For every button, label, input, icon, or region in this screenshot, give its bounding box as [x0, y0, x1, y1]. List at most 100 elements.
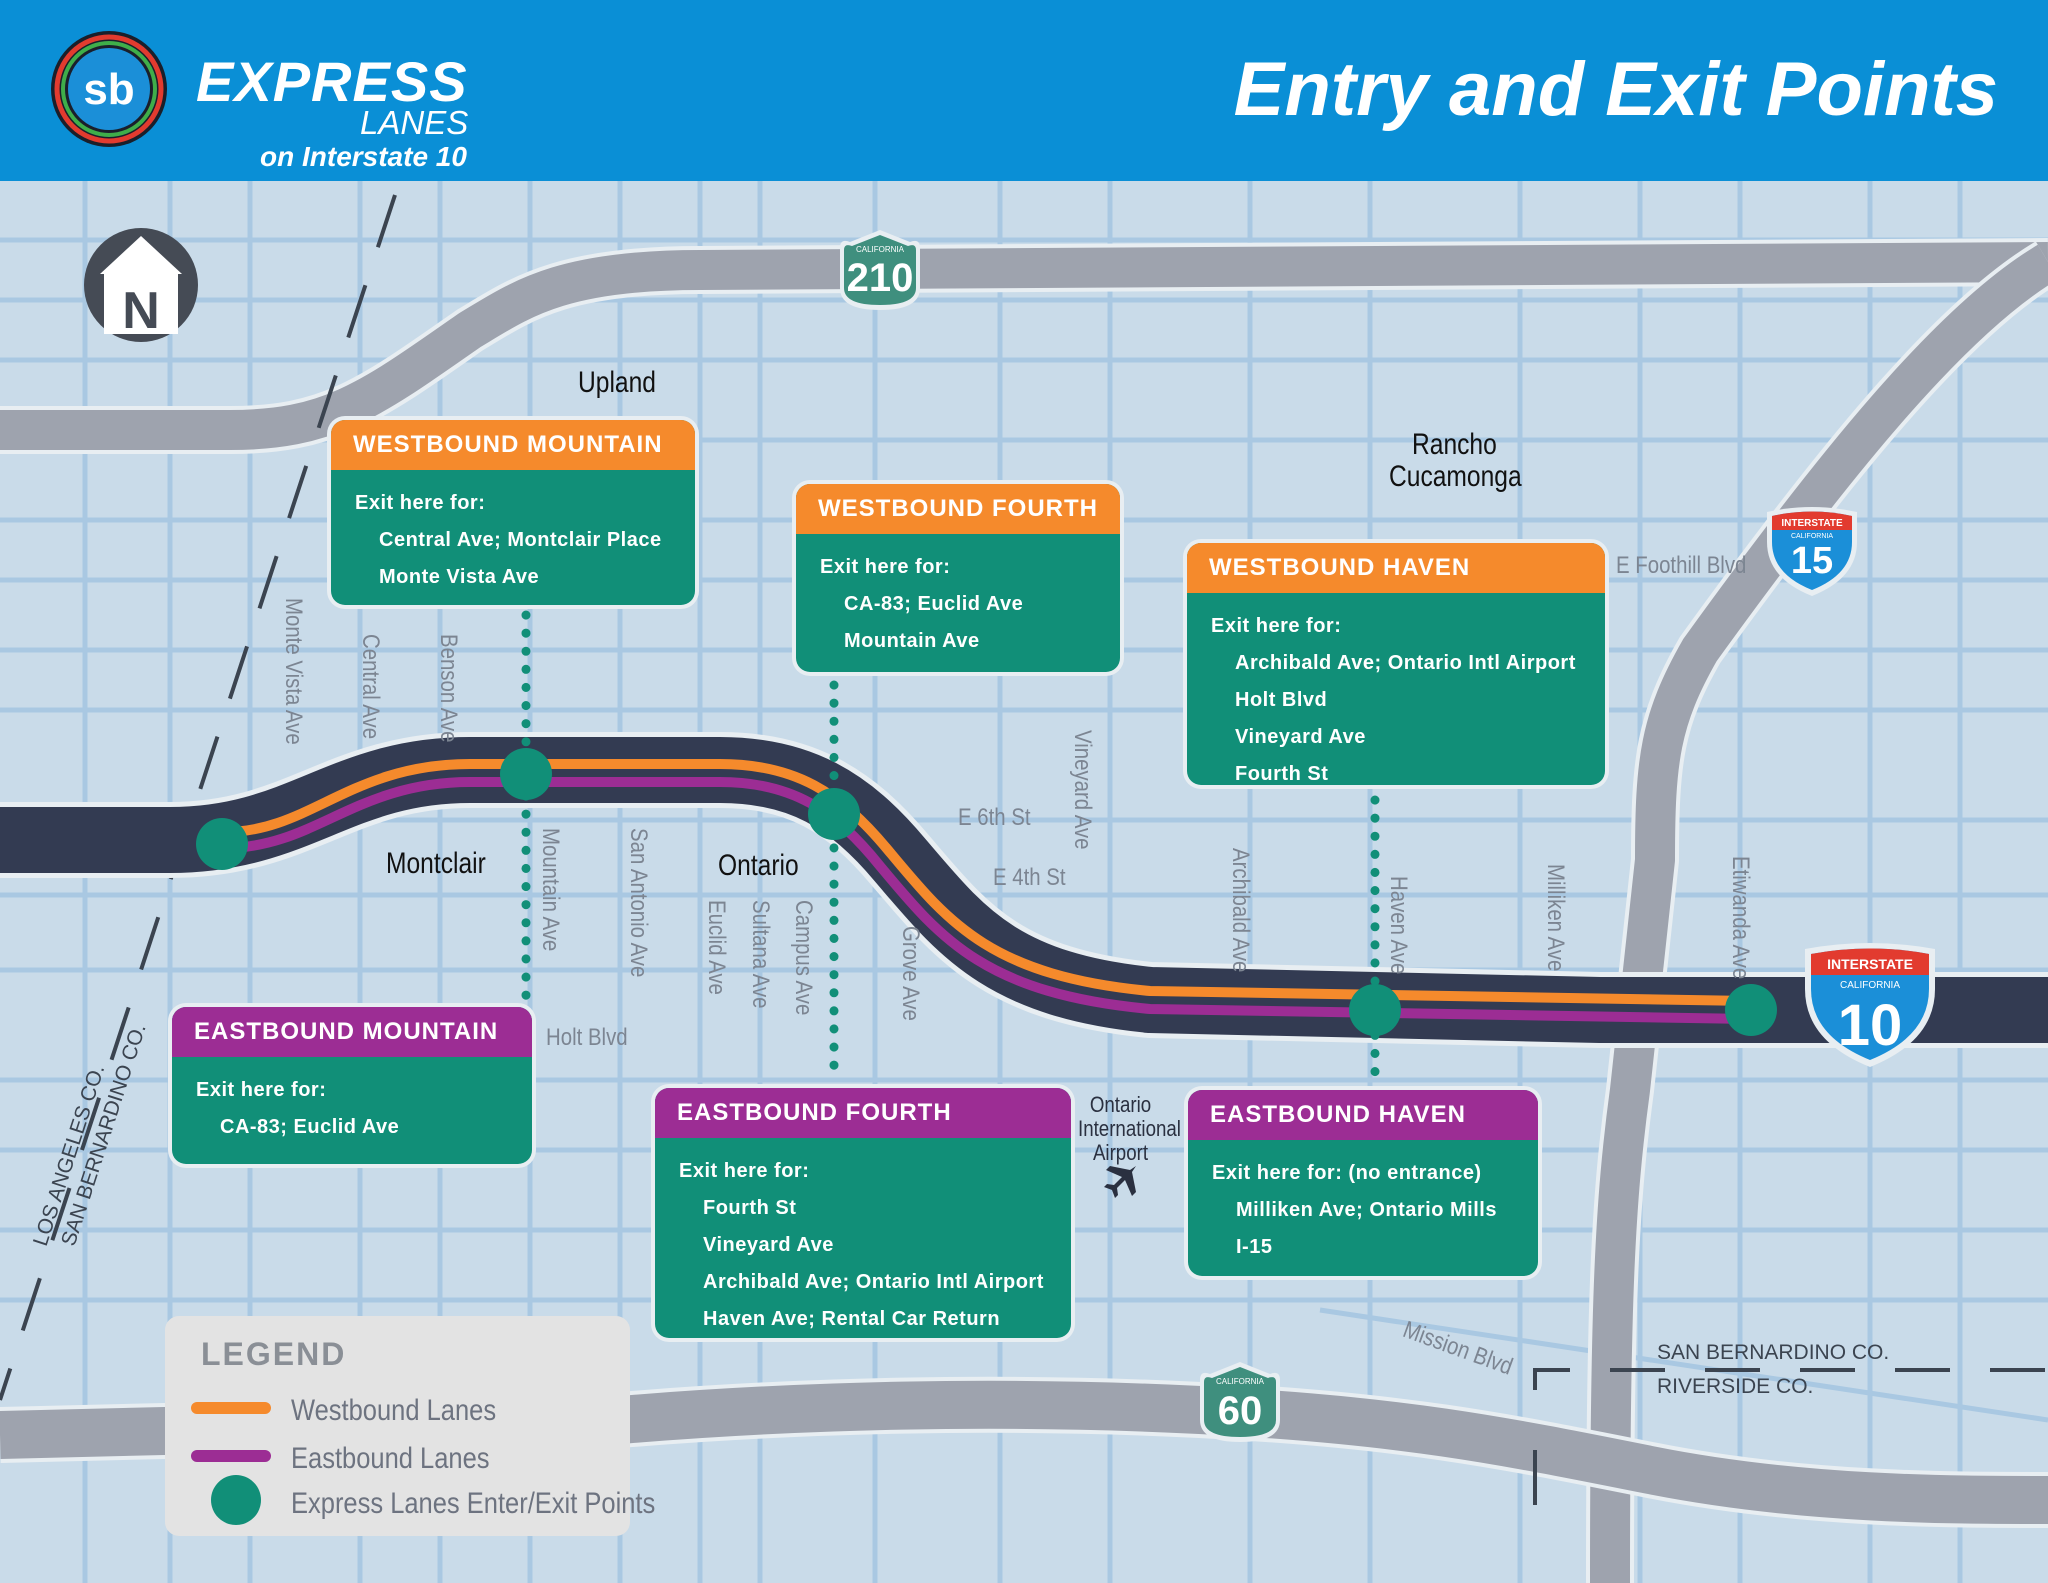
callout-title: WESTBOUND MOUNTAIN [331, 420, 695, 470]
callout-eastbound-haven: EASTBOUND HAVEN Exit here for: (no entra… [1188, 1090, 1538, 1276]
callout-item: Vineyard Ave [1235, 726, 1366, 748]
callout-lead: Exit here for: [820, 556, 951, 578]
street-label-euclid: Euclid Ave [703, 900, 730, 995]
street-label-central: Central Ave [357, 634, 384, 740]
svg-text:210: 210 [847, 256, 914, 300]
legend-dot-access-point [211, 1475, 261, 1525]
ca-60-shield-icon: CALIFORNIA 60 [1200, 1362, 1280, 1442]
svg-text:CALIFORNIA: CALIFORNIA [856, 245, 905, 254]
callout-item: Monte Vista Ave [379, 566, 540, 588]
callout-list: CA-83; Euclid Ave [172, 1116, 532, 1139]
westbound-lane [224, 759, 1751, 1006]
airport-label: Ontario International Airport [1078, 1092, 1181, 1165]
north-arrow-icon: N [84, 228, 198, 342]
callout-item: Fourth St [703, 1197, 797, 1219]
svg-text:CALIFORNIA: CALIFORNIA [1216, 1377, 1265, 1386]
street-label-foothill: E Foothill Blvd [1616, 552, 1747, 579]
callout-item: Milliken Ave; Ontario Mills [1236, 1199, 1497, 1221]
county-label-sb-east: SAN BERNARDINO CO. [1657, 1341, 1890, 1364]
access-point-west-end [196, 818, 248, 870]
legend-swatch-westbound [191, 1402, 271, 1414]
street-label-haven: Haven Ave [1385, 876, 1412, 975]
airport-label-line1: Ontario [1089, 1092, 1152, 1117]
city-label-cucamonga: Cucamonga [1389, 460, 1522, 493]
callout-item: Fourth St [1235, 763, 1329, 785]
city-label-ontario: Ontario [718, 849, 799, 882]
street-label-e6th: E 6th St [958, 804, 1031, 831]
page-title: Entry and Exit Points [1233, 47, 1998, 132]
callout-list: Milliken Ave; Ontario Mills I-15 [1188, 1199, 1538, 1259]
callout-lead: Exit here for: [355, 492, 486, 514]
callout-item: Haven Ave; Rental Car Return [703, 1308, 1001, 1330]
legend-label-westbound: Westbound Lanes [291, 1394, 497, 1427]
svg-text:CALIFORNIA: CALIFORNIA [1840, 980, 1900, 991]
callout-title: WESTBOUND FOURTH [796, 484, 1120, 534]
svg-text:15: 15 [1791, 540, 1833, 582]
street-label-grove: Grove Ave [897, 926, 924, 1021]
callout-item: CA-83; Euclid Ave [844, 593, 1024, 615]
legend-swatch-eastbound [191, 1450, 271, 1462]
svg-text:INTERSTATE: INTERSTATE [1781, 518, 1843, 529]
svg-text:10: 10 [1838, 993, 1903, 1058]
street-label-milliken: Milliken Ave [1542, 864, 1569, 972]
callout-eastbound-mountain: EASTBOUND MOUNTAIN Exit here for: CA-83;… [172, 1007, 532, 1164]
svg-text:CALIFORNIA: CALIFORNIA [1791, 533, 1833, 540]
i-10-shield-icon: INTERSTATE CALIFORNIA 10 [1805, 943, 1935, 1067]
airport-label-line3: Airport [1092, 1140, 1149, 1165]
svg-text:60: 60 [1218, 1389, 1263, 1433]
airplane-icon [1104, 1166, 1136, 1198]
callout-item: I-15 [1236, 1236, 1273, 1258]
legend-title: LEGEND [201, 1336, 347, 1372]
city-label-upland: Upland [578, 366, 656, 399]
street-label-sultana: Sultana Ave [747, 900, 774, 1009]
callout-westbound-fourth: WESTBOUND FOURTH Exit here for: CA-83; E… [796, 484, 1120, 672]
logo-express-text: EXPRESS [196, 50, 468, 113]
city-label-montclair: Montclair [386, 847, 486, 880]
street-label-etiwanda: Etiwanda Ave [1727, 856, 1754, 980]
legend-label-points: Express Lanes Enter/Exit Points [291, 1487, 656, 1520]
i-15-shield-icon: INTERSTATE CALIFORNIA 15 [1767, 507, 1857, 596]
access-point-fourth [808, 788, 860, 840]
callout-item: Holt Blvd [1235, 689, 1328, 711]
airport-label-line2: International [1078, 1116, 1181, 1141]
county-label-riverside: RIVERSIDE CO. [1657, 1375, 1814, 1398]
callout-eastbound-fourth: EASTBOUND FOURTH Exit here for: Fourth S… [655, 1088, 1071, 1338]
callout-westbound-mountain: WESTBOUND MOUNTAIN Exit here for: Centra… [331, 420, 695, 605]
access-point-east-end [1725, 984, 1777, 1036]
access-points [196, 748, 1777, 1036]
callout-item: Archibald Ave; Ontario Intl Airport [1235, 652, 1576, 674]
street-label-san-antonio: San Antonio Ave [625, 828, 652, 978]
callout-lead: Exit here for: [196, 1079, 327, 1101]
callout-item: Mountain Ave [844, 630, 980, 652]
callout-item: Vineyard Ave [703, 1234, 834, 1256]
callout-title: EASTBOUND MOUNTAIN [172, 1007, 532, 1057]
logo-subtitle: on Interstate 10 [260, 141, 467, 172]
callout-lead: Exit here for: (no entrance) [1212, 1162, 1482, 1184]
callout-title: EASTBOUND FOURTH [655, 1088, 1071, 1138]
callout-list: Central Ave; Montclair Place Monte Vista… [331, 529, 695, 589]
access-point-haven [1349, 984, 1401, 1036]
street-label-vineyard: Vineyard Ave [1069, 730, 1096, 850]
svg-text:INTERSTATE: INTERSTATE [1827, 956, 1913, 972]
callout-lead: Exit here for: [1211, 615, 1342, 637]
street-label-holt: Holt Blvd [546, 1024, 628, 1051]
street-label-mountain: Mountain Ave [537, 828, 564, 952]
legend-label-eastbound: Eastbound Lanes [291, 1442, 490, 1475]
callout-title: EASTBOUND HAVEN [1188, 1090, 1538, 1140]
street-label-e4th: E 4th St [993, 864, 1066, 891]
header-bar: sb EXPRESS LANES on Interstate 10 Entry … [0, 0, 2048, 181]
callout-list: CA-83; Euclid Ave Mountain Ave [796, 593, 1120, 653]
street-label-benson: Benson Ave [435, 634, 462, 743]
county-lines [0, 194, 2048, 1530]
callout-item: Central Ave; Montclair Place [379, 529, 662, 551]
callout-westbound-haven: WESTBOUND HAVEN Exit here for: Archibald… [1187, 543, 1605, 785]
sb-logo-icon: sb [51, 31, 167, 147]
legend-panel: LEGEND Westbound Lanes Eastbound Lanes E… [165, 1316, 655, 1536]
callout-list: Fourth St Vineyard Ave Archibald Ave; On… [655, 1197, 1071, 1331]
street-label-campus: Campus Ave [790, 900, 817, 1016]
callout-lead: Exit here for: [679, 1160, 810, 1182]
logo-lanes-text: LANES [360, 104, 469, 141]
svg-text:N: N [122, 282, 160, 340]
street-label-monte-vista: Monte Vista Ave [280, 598, 307, 745]
svg-text:sb: sb [83, 65, 134, 114]
